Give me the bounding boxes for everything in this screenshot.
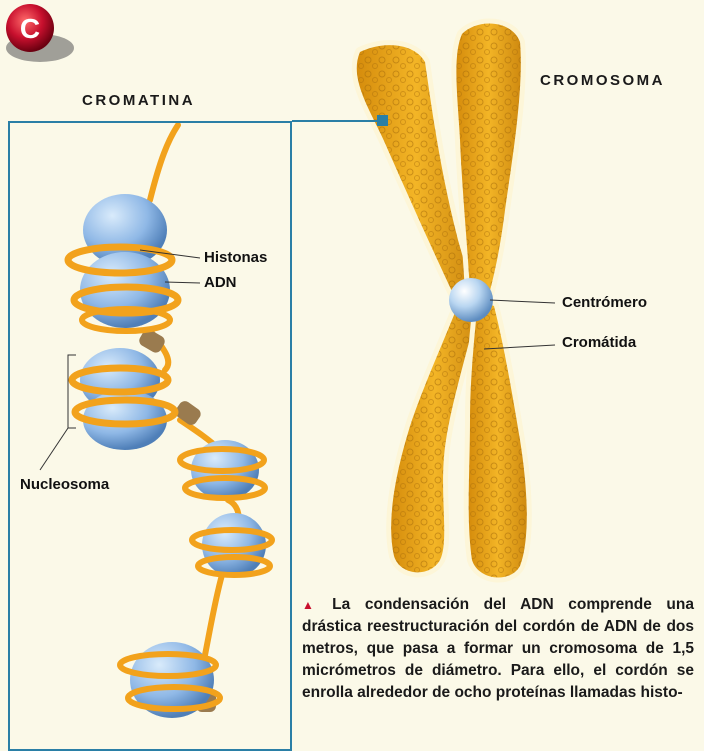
centromere-sphere (449, 278, 493, 322)
chromatin-title: CROMATINA (82, 92, 195, 109)
label-chromatid: Cromátida (562, 334, 636, 351)
figure-caption: ▲La condensación del ADN comprende una d… (302, 594, 694, 704)
caption-text: La condensación del ADN comprende una dr… (302, 596, 694, 701)
connector-marker (377, 115, 388, 126)
caption-marker: ▲ (302, 598, 324, 612)
label-nucleosome: Nucleosoma (20, 476, 109, 493)
label-dna: ADN (204, 274, 237, 291)
label-centromere: Centrómero (562, 294, 647, 311)
chromatin-frame (8, 121, 292, 751)
chromosome-title: CROMOSOMA (540, 72, 665, 89)
label-histones: Histonas (204, 249, 267, 266)
